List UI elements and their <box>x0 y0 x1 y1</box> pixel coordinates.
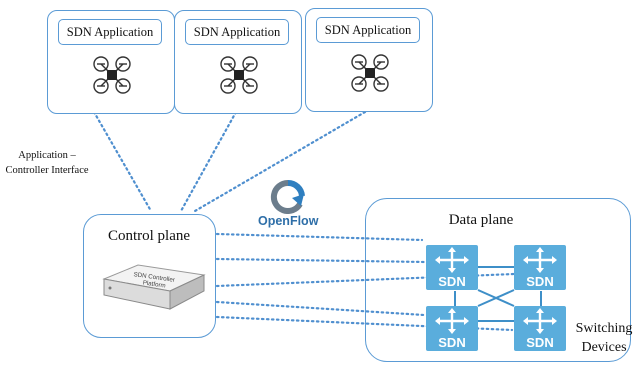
drone-icon <box>350 53 390 98</box>
control-plane-title: Control plane <box>107 228 191 244</box>
data-plane-title: Data plane <box>448 212 514 228</box>
switching-devices-label: Switching Devices <box>575 321 633 355</box>
switch-label: SDN <box>526 274 553 289</box>
switch-label: SDN <box>438 274 465 289</box>
controller-device-label-line2: Platform <box>142 279 166 289</box>
drone-icon <box>92 55 132 100</box>
switch-mesh <box>454 266 542 322</box>
controller-switch-link-3 <box>215 272 516 288</box>
openflow-label: OpenFlow <box>258 214 319 228</box>
server-appliance-icon: SDN Controller Platform <box>102 264 206 310</box>
drone-icon <box>219 55 259 100</box>
sdn-application-box-1: SDN Application <box>47 10 175 114</box>
sdn-switch-2: SDN <box>514 245 566 290</box>
sdn-switch-4: SDN <box>514 306 566 351</box>
sdn-application-label: SDN Application <box>316 17 420 43</box>
sdn-application-label: SDN Application <box>58 19 162 45</box>
sdn-switch-3: SDN <box>426 306 478 351</box>
controller-switch-link-4 <box>215 300 426 317</box>
application-controller-interface-label: Application – Controller Interface <box>5 150 89 176</box>
controller-switch-link-1 <box>215 232 424 242</box>
control-plane-box: Control plane SDN Controller Platform <box>83 214 216 338</box>
app3-controller-link <box>193 110 367 213</box>
sdn-application-label: SDN Application <box>185 19 289 45</box>
sdn-application-box-2: SDN Application <box>174 10 302 114</box>
switch-label: SDN <box>526 335 553 350</box>
data-plane-box: Data plane <box>365 198 631 362</box>
app1-controller-link <box>92 110 153 213</box>
sdn-application-box-3: SDN Application <box>305 8 433 112</box>
app2-controller-link <box>179 110 238 213</box>
sdn-switch-1: SDN <box>426 245 478 290</box>
switch-label: SDN <box>438 335 465 350</box>
openflow-logo-icon <box>270 180 305 214</box>
controller-switch-link-2 <box>215 257 428 264</box>
